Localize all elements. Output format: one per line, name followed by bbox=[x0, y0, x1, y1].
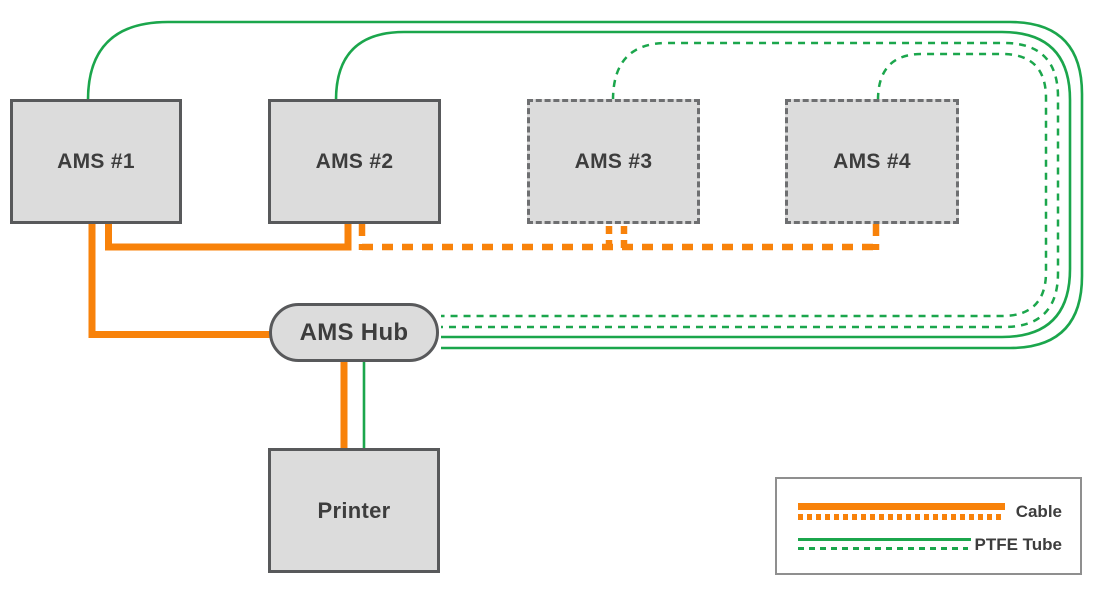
node-ams2-label: AMS #2 bbox=[315, 149, 394, 173]
node-printer: Printer bbox=[268, 448, 440, 573]
node-ams3-label: AMS #3 bbox=[574, 149, 653, 173]
ptfe-tube-ams3-hub bbox=[441, 41, 1060, 329]
node-ams1: AMS #1 bbox=[10, 99, 182, 224]
node-ams2: AMS #2 bbox=[268, 99, 441, 224]
legend-tube-label: PTFE Tube bbox=[974, 535, 1062, 554]
legend-cable-label: Cable bbox=[1015, 502, 1062, 521]
ptfe-tube-ams1-hub bbox=[86, 20, 1084, 350]
cable-ams1-ams2 bbox=[105, 223, 352, 251]
node-ams-hub: AMS Hub bbox=[269, 303, 439, 362]
cable-ams1-hub bbox=[88, 223, 270, 338]
node-ams-hub-label: AMS Hub bbox=[299, 318, 409, 346]
node-printer-label: Printer bbox=[317, 497, 391, 523]
node-ams3: AMS #3 bbox=[527, 99, 700, 224]
legend: Cable PTFE Tube bbox=[775, 477, 1082, 575]
node-ams1-label: AMS #1 bbox=[57, 149, 135, 173]
node-ams4-label: AMS #4 bbox=[833, 149, 911, 173]
legend-cable-solid-swatch bbox=[798, 503, 1005, 510]
ptfe-tube-ams2-hub bbox=[334, 30, 1072, 339]
legend-cable-dashed-swatch bbox=[798, 514, 1002, 520]
ptfe-tube-ams4-hub bbox=[441, 52, 1048, 318]
legend-tube-solid-swatch bbox=[798, 538, 971, 541]
legend-tube-dashed-swatch bbox=[798, 547, 968, 550]
node-ams4: AMS #4 bbox=[785, 99, 959, 224]
